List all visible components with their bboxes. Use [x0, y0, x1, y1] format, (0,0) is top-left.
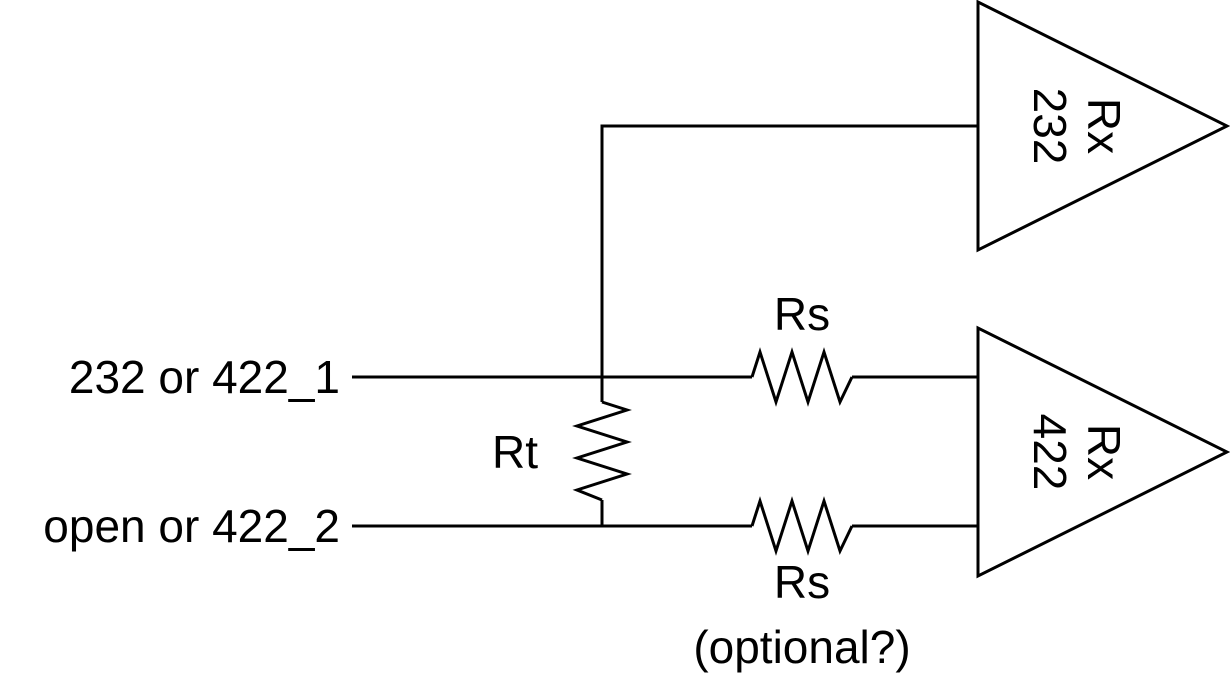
series-resistor-bottom: [750, 496, 854, 556]
wire-branch-to-rx232: [600, 124, 978, 377]
input-label-line2: open or 422_2: [43, 500, 340, 552]
input-label-line1: 232 or 422_1: [69, 351, 340, 403]
receiver-232-triangle: [976, 0, 1230, 253]
receiver-422-title: Rx: [1078, 424, 1130, 480]
receiver-232-title: Rx: [1078, 98, 1130, 154]
termination-resistor-label: Rt: [492, 426, 538, 478]
termination-resistor: [572, 400, 632, 502]
receiver-422-text: Rx 422: [1024, 414, 1130, 491]
receiver-232-text: Rx 232: [1024, 88, 1130, 165]
receiver-422-triangle: [976, 325, 1230, 579]
series-resistor-top: [750, 347, 854, 407]
series-resistor-top-label: Rs: [774, 288, 830, 340]
receiver-422-subtitle: 422: [1024, 414, 1076, 491]
series-resistor-bottom-label: Rs: [774, 556, 830, 608]
receiver-232-subtitle: 232: [1024, 88, 1076, 165]
series-resistor-bottom-note: (optional?): [693, 621, 910, 673]
